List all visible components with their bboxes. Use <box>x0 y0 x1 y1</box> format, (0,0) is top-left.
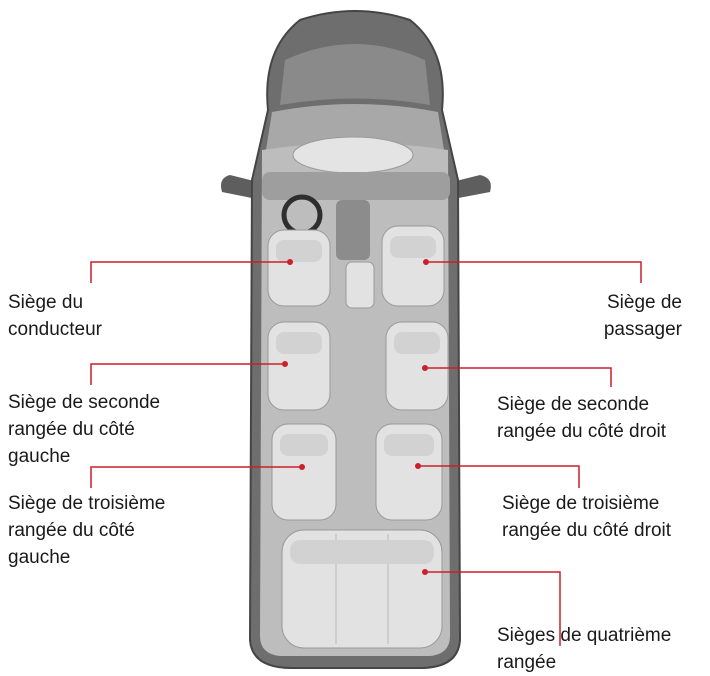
leader-second-left <box>90 363 285 385</box>
dome-light <box>292 136 414 174</box>
label-second-row-right: Siège de seconde rangée du côté droit <box>497 394 667 442</box>
dashboard <box>262 172 450 200</box>
leader-third-right <box>418 465 580 488</box>
windshield <box>266 104 444 150</box>
third-row-left-seat <box>271 423 337 521</box>
second-row-right-seat <box>385 321 449 411</box>
label-passenger-seat: Siège de passager <box>603 292 682 340</box>
leader-dots <box>282 259 429 575</box>
fourth-row-bench <box>281 529 443 649</box>
driver-seat <box>267 229 331 307</box>
third-row-right-seat <box>375 423 443 521</box>
label-third-row-left: Siège de troisième rangée du côté gauche <box>8 493 166 568</box>
label-fourth-row: Sièges de quatrième rangée <box>497 625 672 673</box>
passenger-seat <box>381 225 445 307</box>
leader-lines <box>90 261 642 646</box>
leader-passenger <box>426 261 642 283</box>
leader-third-left <box>90 466 302 488</box>
leader-fourth <box>425 571 561 646</box>
leader-second-right <box>425 367 612 387</box>
center-console <box>336 200 370 260</box>
armrest-console <box>345 261 375 309</box>
label-third-row-right: Siège de troisième rangée du côté droit <box>502 493 672 541</box>
leader-driver <box>90 261 290 283</box>
hood <box>280 44 430 105</box>
label-second-row-left: Siège de seconde rangée du côté gauche <box>8 392 161 467</box>
label-driver-seat: Siège du conducteur <box>8 292 103 340</box>
second-row-left-seat <box>267 321 331 411</box>
